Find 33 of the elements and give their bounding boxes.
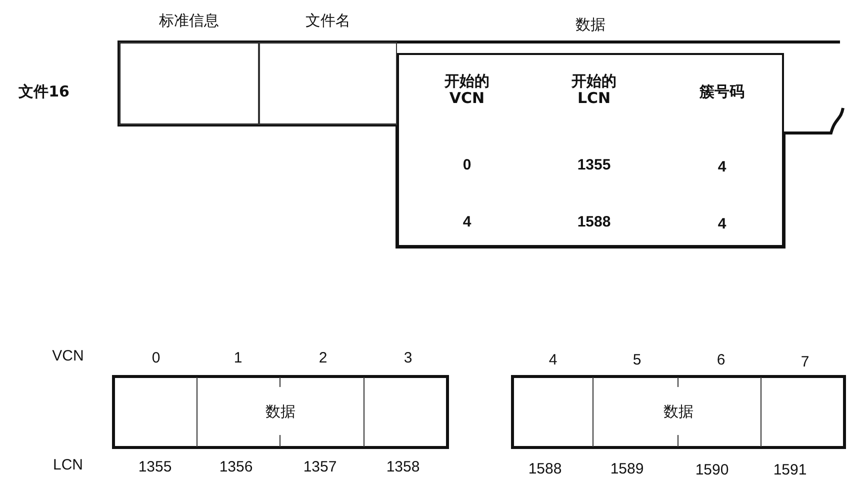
field-heading: 标准信息 xyxy=(159,12,219,30)
cluster-label: 数据 xyxy=(266,402,296,422)
vcn-number: 7 xyxy=(800,354,810,370)
vcn-number: 5 xyxy=(632,352,642,368)
table-cell: 4 xyxy=(718,216,726,232)
table-header: 簇号码 xyxy=(700,82,744,102)
table-header: 开始的 VCN xyxy=(443,73,490,107)
lcn-number: 1355 xyxy=(138,458,172,476)
row-label: VCN xyxy=(52,348,84,364)
record-label: 文件16 xyxy=(18,82,70,102)
table-cell: 0 xyxy=(462,156,472,174)
lcn-number: 1591 xyxy=(773,462,807,478)
field-heading: 数据 xyxy=(576,16,606,34)
table-cell: 1355 xyxy=(577,156,611,174)
vcn-number: 6 xyxy=(716,352,726,368)
vcn-number: 3 xyxy=(404,350,412,366)
lcn-number: 1357 xyxy=(303,458,337,476)
vcn-number: 2 xyxy=(318,350,328,366)
table-cell: 4 xyxy=(718,158,726,176)
table-header: 开始的 LCN xyxy=(570,73,618,107)
lcn-number: 1589 xyxy=(610,460,644,478)
lcn-number: 1588 xyxy=(528,460,562,478)
field-heading: 文件名 xyxy=(306,12,350,30)
lcn-number: 1590 xyxy=(695,462,729,478)
cluster-label: 数据 xyxy=(664,402,694,422)
table-cell: 1588 xyxy=(577,214,611,230)
vcn-number: 1 xyxy=(234,350,242,366)
lcn-number: 1356 xyxy=(219,458,253,476)
vcn-number: 0 xyxy=(152,350,160,366)
row-label: LCN xyxy=(53,456,83,474)
vcn-number: 4 xyxy=(548,352,558,368)
lcn-number: 1358 xyxy=(386,458,420,476)
table-cell: 4 xyxy=(462,214,472,230)
